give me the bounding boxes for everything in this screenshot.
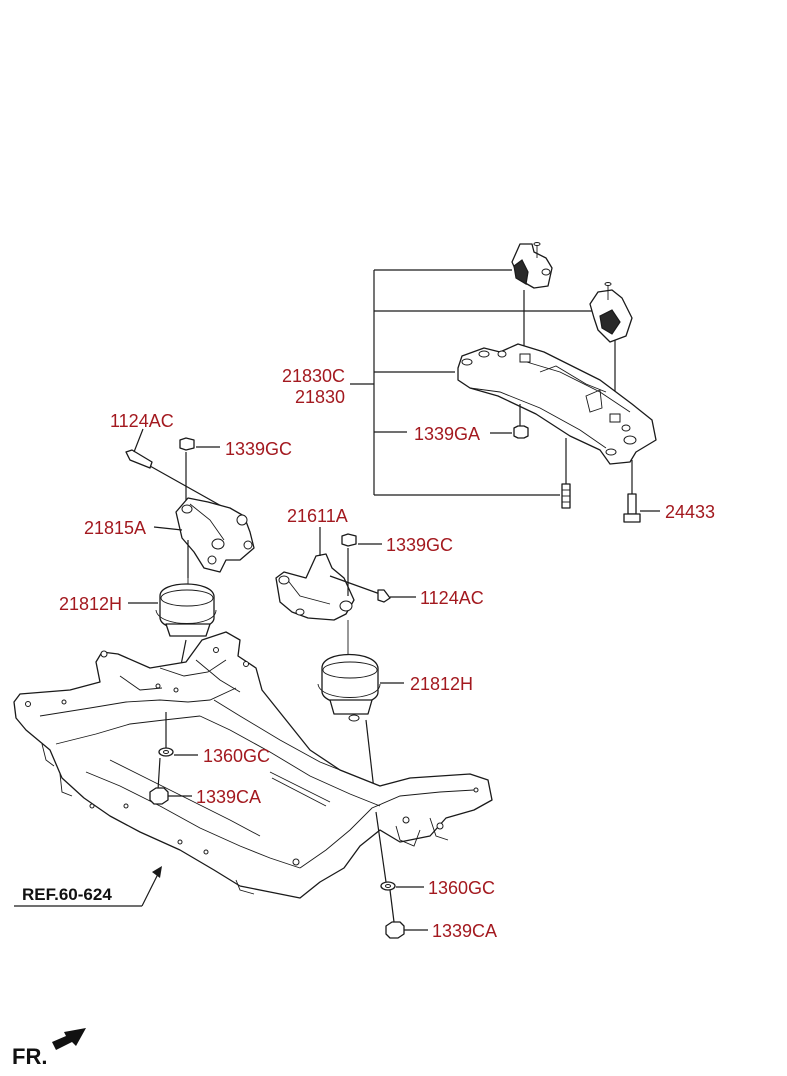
insulator-21812h-left-part — [128, 578, 217, 691]
bolt-24433-part — [623, 460, 660, 523]
part-labels: 21830C 21830 1124AC 1339GC 21815A 21812H… — [59, 366, 715, 941]
label-24433: 24433 — [665, 502, 715, 522]
label-1124ac-left: 1124AC — [110, 411, 174, 431]
transmission-insulator-upper-1 — [511, 242, 553, 289]
lower-right-fasteners — [375, 811, 428, 939]
subframe-part — [13, 631, 493, 899]
nut-1339gc-left-part — [179, 437, 220, 508]
label-1339ca-right: 1339CA — [432, 921, 497, 941]
reference-arrow-icon — [152, 866, 162, 878]
label-21812h-right: 21812H — [410, 674, 473, 694]
bolt-1124ac-left-part — [125, 428, 233, 513]
right-engine-mount-group — [275, 527, 416, 791]
label-1339ga: 1339GA — [414, 424, 480, 444]
reference-label: REF.60-624 — [22, 885, 112, 904]
label-21830: 21830 — [295, 387, 345, 407]
bolt-1124ac-right-part — [329, 575, 416, 603]
reference-callout: REF.60-624 — [14, 866, 162, 907]
front-direction-arrow-icon — [52, 1028, 86, 1050]
group-bracket-line — [350, 269, 592, 496]
nut-1339ca-left-shape — [149, 787, 169, 805]
left-engine-mount-group — [125, 428, 255, 691]
transmission-crossmember — [457, 343, 657, 465]
label-1339ca-left: 1339CA — [196, 787, 261, 807]
label-1339gc-right: 1339GC — [386, 535, 453, 555]
label-1360gc-right: 1360GC — [428, 878, 495, 898]
label-21812h-left: 21812H — [59, 594, 122, 614]
label-21611a: 21611A — [287, 506, 348, 526]
front-label: FR. — [12, 1044, 47, 1069]
label-1124ac-right: 1124AC — [420, 588, 484, 608]
front-indicator: FR. — [12, 1028, 86, 1069]
label-1339gc-left: 1339GC — [225, 439, 292, 459]
lower-left-fasteners — [149, 712, 198, 805]
nut-1339ca-right-shape — [385, 921, 405, 939]
nut-1339ga-part — [490, 404, 529, 439]
nut-1339gc-right-part — [341, 533, 382, 596]
insulator-21812h-right-part — [317, 620, 404, 791]
label-21815a: 21815A — [84, 518, 146, 538]
transmission-mount-group — [350, 242, 660, 523]
bracket-21815a-part — [153, 497, 255, 578]
stud-bolt-part — [561, 438, 571, 509]
label-21830c: 21830C — [282, 366, 345, 386]
transmission-insulator-upper-2 — [589, 282, 633, 343]
label-1360gc-left: 1360GC — [203, 746, 270, 766]
bracket-21611a-part — [275, 527, 355, 621]
